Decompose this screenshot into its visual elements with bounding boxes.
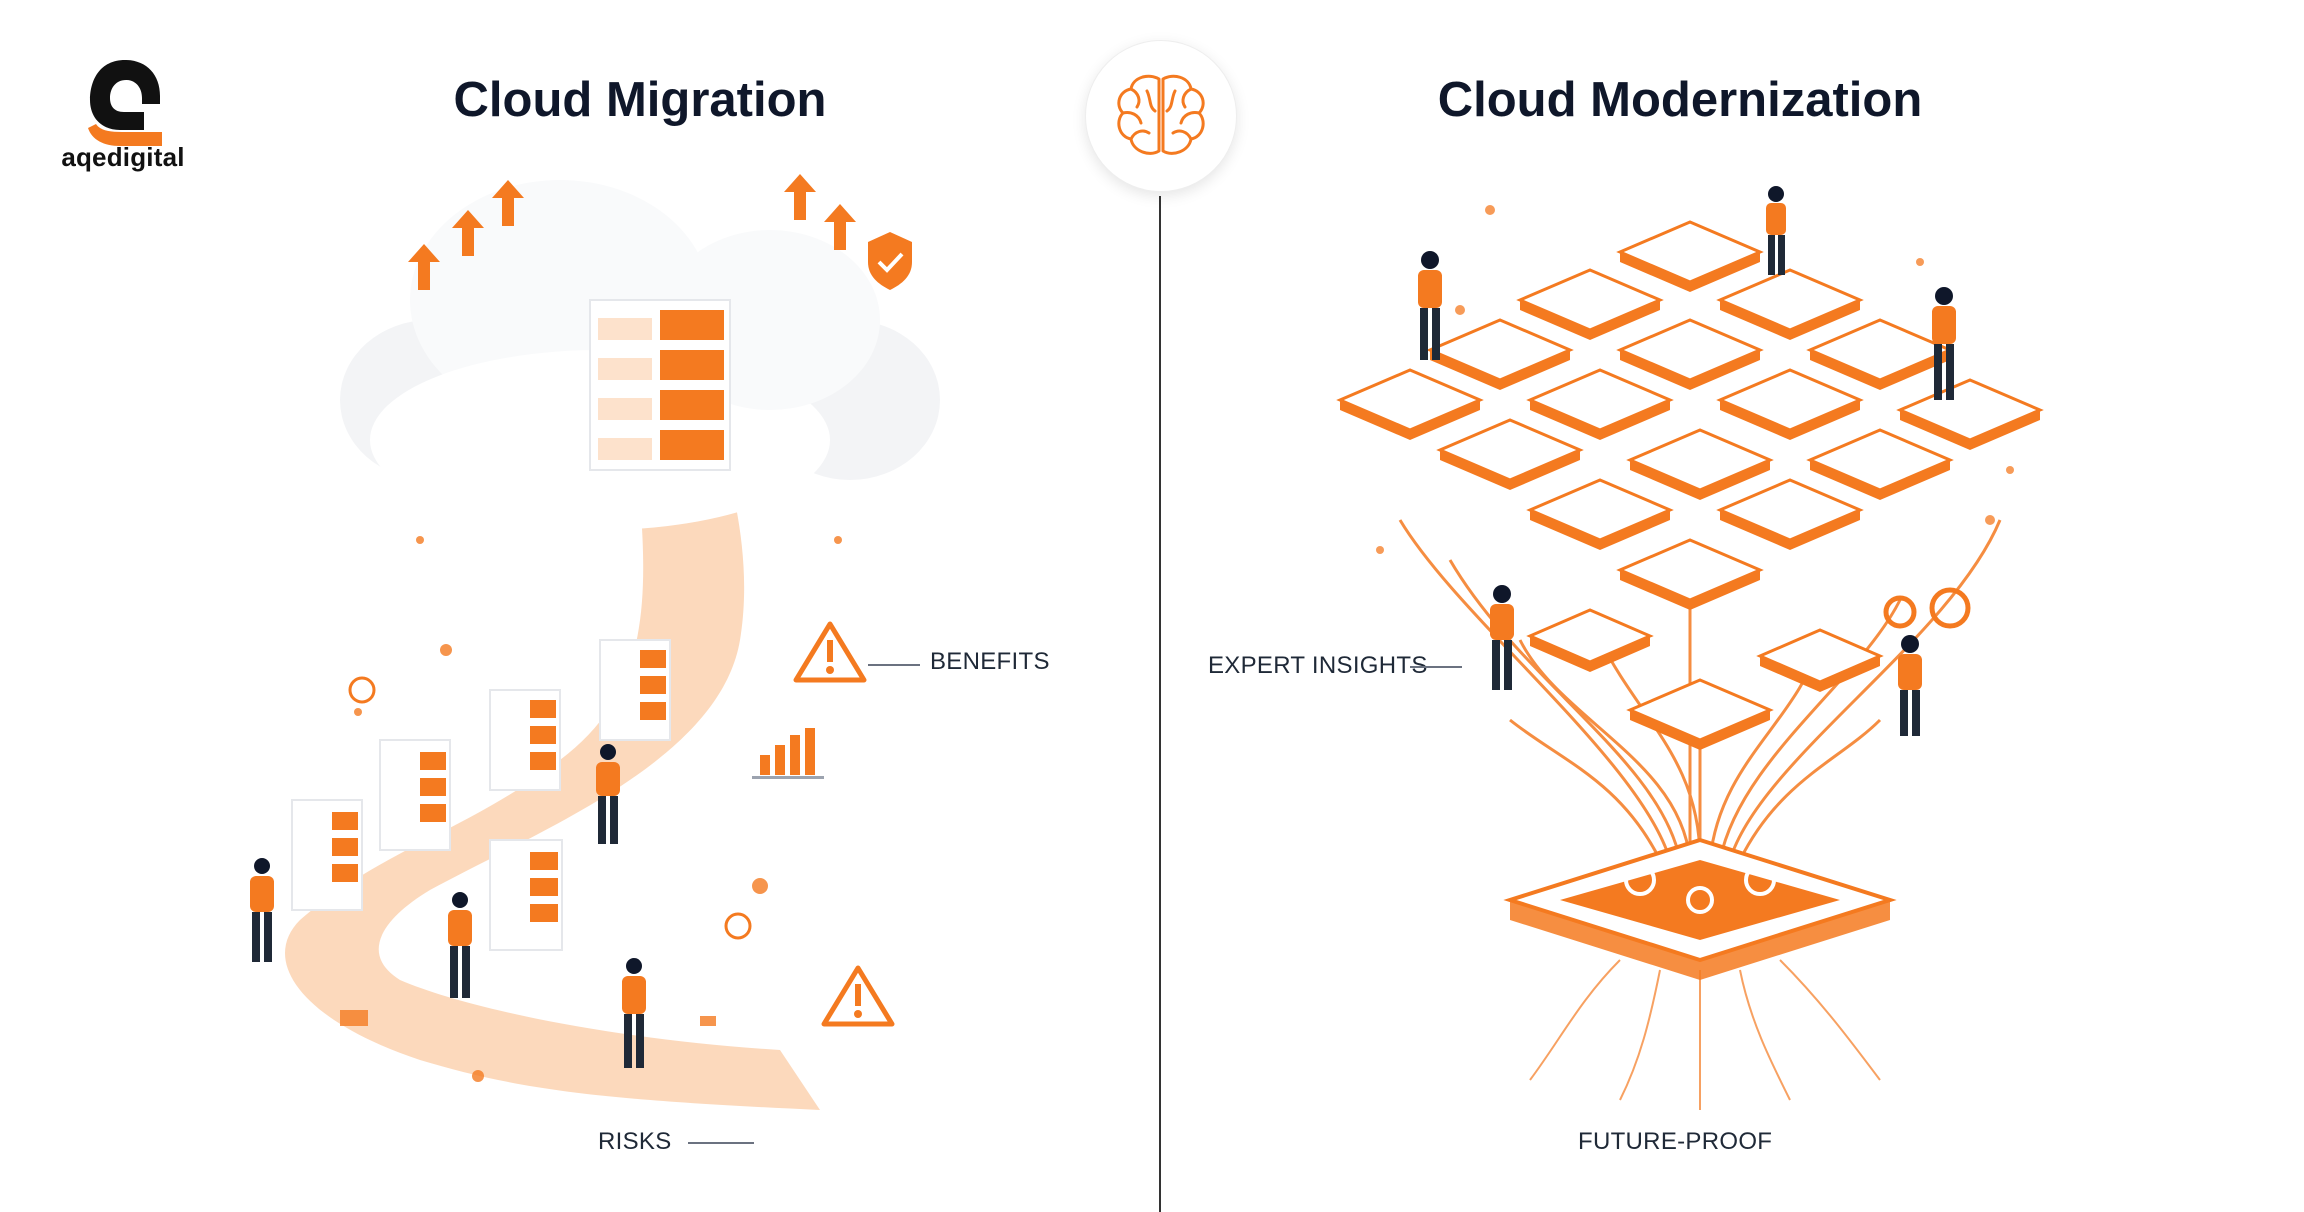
- cloud-modernization-title: Cloud Modernization: [1437, 73, 1923, 127]
- cloud-migration-illustration: [250, 174, 940, 1110]
- expert-insights-callout-line: [1410, 666, 1462, 668]
- risks-label: RISKS: [598, 1128, 672, 1155]
- expert-insights-label: EXPERT INSIGHTS: [1208, 652, 1428, 679]
- migration-path: [285, 480, 820, 1110]
- aqedigital-logo-icon: [88, 60, 162, 146]
- warning-icon: [793, 621, 895, 1027]
- modernization-tiles: [1336, 220, 2044, 750]
- benefits-label: BENEFITS: [930, 648, 1050, 675]
- gear-icon: [348, 676, 752, 940]
- brain-badge: [1085, 40, 1237, 192]
- roots: [1529, 959, 1881, 1110]
- up-arrow-icon: [408, 174, 856, 290]
- connection-lines: [1398, 519, 2002, 861]
- future-proof-label: FUTURE-PROOF: [1578, 1128, 1773, 1155]
- server-rack: [291, 639, 671, 951]
- gear-icon: [1883, 587, 1971, 629]
- center-divider: [1159, 196, 1161, 1212]
- cloud-server-rack: [589, 299, 731, 471]
- risks-callout-line: [688, 1142, 754, 1144]
- person-icon: [1418, 186, 1956, 736]
- foundation-platform: [1503, 837, 1897, 980]
- bar-chart-icon: [752, 728, 824, 779]
- cloud-migration-title: Cloud Migration: [453, 73, 827, 127]
- benefits-callout-line: [868, 664, 920, 666]
- shield-check-icon: [868, 232, 912, 290]
- gear-icon: [1624, 864, 1776, 914]
- person-icon: [250, 744, 646, 1068]
- brain-icon: [1117, 74, 1205, 155]
- brand-name: aqedigital: [61, 142, 185, 172]
